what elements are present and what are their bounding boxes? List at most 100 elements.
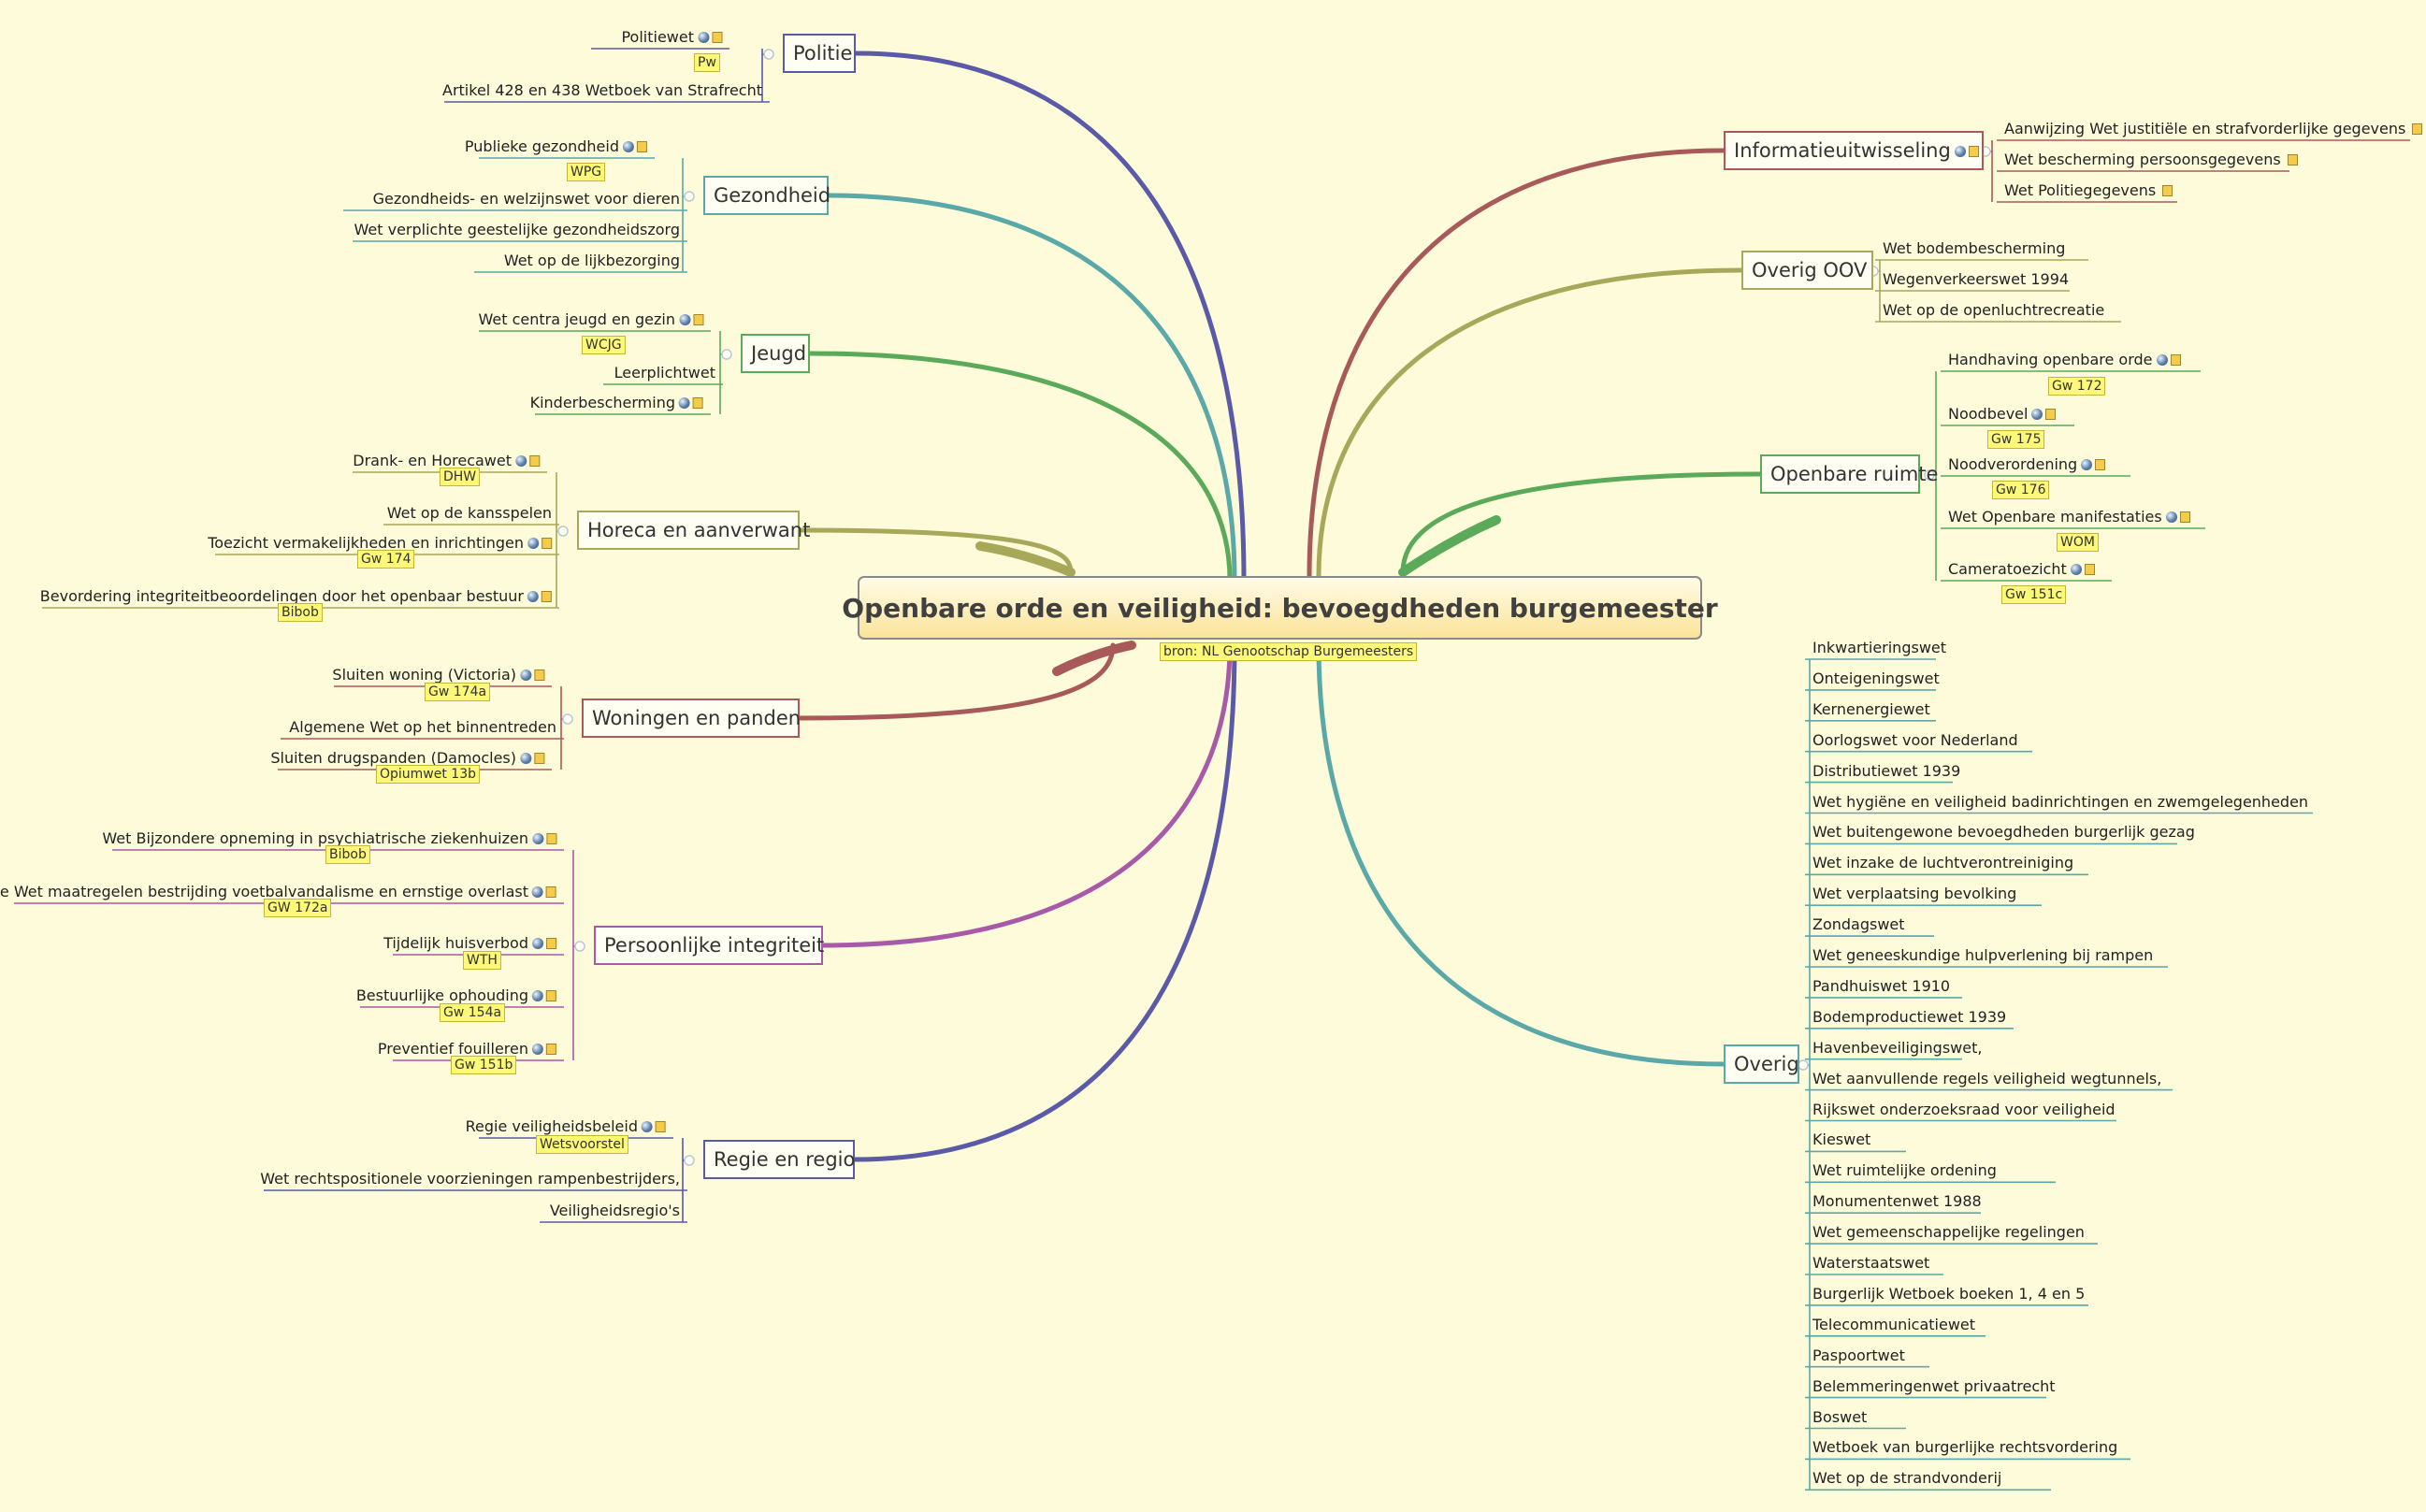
leaf-topic[interactable]: Sluiten woning (Victoria) bbox=[332, 666, 544, 685]
globe-icon[interactable] bbox=[1954, 146, 1966, 157]
leaf-topic[interactable]: Burgerlijk Wetboek boeken 1, 4 en 5 bbox=[1812, 1285, 2085, 1303]
leaf-topic[interactable]: Wet aanvullende regels veiligheid wegtun… bbox=[1812, 1070, 2161, 1088]
note-icon[interactable] bbox=[2084, 564, 2095, 575]
note-icon[interactable] bbox=[2287, 154, 2298, 166]
leaf-topic[interactable]: Wet Openbare manifestaties bbox=[1948, 508, 2190, 527]
leaf-topic[interactable]: Cameratoezicht bbox=[1948, 560, 2095, 580]
leaf-topic[interactable]: Wet op de openluchtrecreatie bbox=[1883, 301, 2104, 320]
leaf-topic[interactable]: Wet buitengewone bevoegdheden burgerlijk… bbox=[1812, 823, 2195, 842]
leaf-topic[interactable]: Wetboek van burgerlijke rechtsvordering bbox=[1812, 1438, 2117, 1457]
globe-icon[interactable] bbox=[2031, 409, 2043, 420]
leaf-topic[interactable]: Oorlogswet voor Nederland bbox=[1812, 731, 2018, 750]
branch-topic[interactable]: Horeca en aanverwant bbox=[577, 511, 810, 550]
collapse-toggle[interactable] bbox=[763, 49, 774, 60]
leaf-topic[interactable]: Wet op de kansspelen bbox=[387, 504, 552, 523]
leaf-topic[interactable]: Wet hygiëne en veiligheid badinrichtinge… bbox=[1812, 793, 2308, 812]
leaf-topic[interactable]: Noodbevel bbox=[1948, 405, 2057, 425]
note-icon[interactable] bbox=[529, 455, 540, 467]
leaf-topic[interactable]: Wet op de strandvonderij bbox=[1812, 1469, 2001, 1488]
leaf-topic[interactable]: Toezicht vermakelijkheden en inrichtinge… bbox=[208, 534, 552, 554]
globe-icon[interactable] bbox=[532, 938, 543, 949]
note-icon[interactable] bbox=[693, 314, 703, 325]
leaf-topic[interactable]: Wet op de lijkbezorging bbox=[504, 252, 680, 270]
leaf-topic[interactable]: Veiligheidsregio's bbox=[550, 1202, 680, 1220]
leaf-topic[interactable]: Kieswet bbox=[1812, 1130, 1870, 1149]
note-icon[interactable] bbox=[693, 397, 703, 409]
globe-icon[interactable] bbox=[2165, 511, 2177, 523]
leaf-topic[interactable]: Kernenergiewet bbox=[1812, 700, 1930, 719]
collapse-toggle[interactable] bbox=[1798, 1059, 1809, 1071]
note-icon[interactable] bbox=[2095, 459, 2106, 470]
globe-icon[interactable] bbox=[527, 591, 539, 602]
note-icon[interactable] bbox=[534, 753, 544, 764]
leaf-topic[interactable]: Bestuurlijke ophouding bbox=[356, 986, 556, 1006]
leaf-topic[interactable]: Distributiewet 1939 bbox=[1812, 762, 1960, 781]
leaf-topic[interactable]: De Wet maatregelen bestrijding voetbalva… bbox=[0, 883, 556, 902]
collapse-toggle[interactable] bbox=[684, 191, 695, 202]
globe-icon[interactable] bbox=[2070, 564, 2082, 575]
globe-icon[interactable] bbox=[2081, 459, 2093, 470]
leaf-topic[interactable]: Wet verplaatsing bevolking bbox=[1812, 885, 2016, 903]
note-icon[interactable] bbox=[546, 1044, 556, 1055]
leaf-topic[interactable]: Wet bodembescherming bbox=[1883, 239, 2065, 258]
leaf-topic[interactable]: Wet ruimtelijke ordening bbox=[1812, 1161, 1997, 1180]
leaf-topic[interactable]: Boswet bbox=[1812, 1408, 1867, 1427]
note-icon[interactable] bbox=[2412, 123, 2423, 135]
note-icon[interactable] bbox=[546, 938, 556, 949]
leaf-topic[interactable]: Publieke gezondheid bbox=[465, 137, 647, 157]
note-icon[interactable] bbox=[546, 886, 556, 898]
globe-icon[interactable] bbox=[532, 886, 543, 898]
branch-topic[interactable]: Openbare ruimte bbox=[1760, 454, 1938, 494]
leaf-topic[interactable]: Wet Bijzondere opneming in psychiatrisch… bbox=[102, 829, 556, 849]
globe-icon[interactable] bbox=[698, 32, 709, 43]
globe-icon[interactable] bbox=[527, 538, 539, 549]
globe-icon[interactable] bbox=[532, 833, 543, 844]
note-icon[interactable] bbox=[1968, 146, 1979, 157]
leaf-topic[interactable]: Leerplichtwet bbox=[614, 364, 715, 382]
leaf-topic[interactable]: Wet gemeenschappelijke regelingen bbox=[1812, 1223, 2085, 1242]
globe-icon[interactable] bbox=[2156, 354, 2168, 366]
leaf-topic[interactable]: Wet rechtspositionele voorzieningen ramp… bbox=[260, 1170, 680, 1188]
leaf-topic[interactable]: Belemmeringenwet privaatrecht bbox=[1812, 1377, 2056, 1396]
note-icon[interactable] bbox=[2045, 409, 2057, 420]
collapse-toggle[interactable] bbox=[562, 713, 573, 725]
branch-topic[interactable]: Persoonlijke integriteit bbox=[594, 926, 824, 965]
leaf-topic[interactable]: Havenbeveiligingswet, bbox=[1812, 1039, 1982, 1058]
globe-icon[interactable] bbox=[520, 670, 531, 681]
note-icon[interactable] bbox=[542, 591, 552, 602]
branch-topic[interactable]: Politie bbox=[783, 34, 856, 73]
leaf-topic[interactable]: Paspoortwet bbox=[1812, 1346, 1905, 1365]
leaf-topic[interactable]: Drank- en Horecawet bbox=[353, 452, 540, 471]
leaf-topic[interactable]: Handhaving openbare orde bbox=[1948, 351, 2181, 370]
leaf-topic[interactable]: Politiewet bbox=[621, 28, 722, 48]
globe-icon[interactable] bbox=[679, 397, 690, 409]
note-icon[interactable] bbox=[656, 1121, 666, 1132]
note-icon[interactable] bbox=[542, 538, 552, 549]
leaf-topic[interactable]: Wegenverkeerswet 1994 bbox=[1883, 270, 2069, 289]
branch-topic[interactable]: Jeugd bbox=[741, 334, 810, 373]
leaf-topic[interactable]: Pandhuiswet 1910 bbox=[1812, 977, 1950, 996]
globe-icon[interactable] bbox=[520, 753, 531, 764]
note-icon[interactable] bbox=[2162, 185, 2173, 196]
globe-icon[interactable] bbox=[642, 1121, 653, 1132]
collapse-toggle[interactable] bbox=[574, 941, 585, 952]
globe-icon[interactable] bbox=[679, 314, 690, 325]
note-icon[interactable] bbox=[534, 670, 544, 681]
branch-topic[interactable]: Regie en regio bbox=[703, 1140, 855, 1179]
note-icon[interactable] bbox=[712, 32, 722, 43]
leaf-topic[interactable]: Sluiten drugspanden (Damocles) bbox=[270, 749, 544, 769]
leaf-topic[interactable]: Rijkswet onderzoeksraad voor veiligheid bbox=[1812, 1101, 2116, 1119]
globe-icon[interactable] bbox=[623, 141, 634, 152]
globe-icon[interactable] bbox=[532, 990, 543, 1001]
central-topic[interactable]: Openbare orde en veiligheid: bevoegdhede… bbox=[842, 576, 1718, 640]
collapse-toggle[interactable] bbox=[557, 526, 569, 537]
leaf-topic[interactable]: Wet inzake de luchtverontreiniging bbox=[1812, 854, 2073, 872]
leaf-topic[interactable]: Tijdelijk huisverbod bbox=[383, 934, 556, 954]
leaf-topic[interactable]: Kinderbescherming bbox=[530, 394, 703, 413]
branch-topic[interactable]: Woningen en panden bbox=[582, 698, 801, 738]
leaf-topic[interactable]: Inkwartieringswet bbox=[1812, 639, 1946, 657]
leaf-topic[interactable]: Artikel 428 en 438 Wetboek van Strafrech… bbox=[442, 81, 762, 100]
leaf-topic[interactable]: Monumentenwet 1988 bbox=[1812, 1192, 1982, 1211]
leaf-topic[interactable]: Wet Politiegegevens bbox=[2004, 181, 2173, 201]
leaf-topic[interactable]: Wet verplichte geestelijke gezondheidszo… bbox=[354, 221, 680, 239]
